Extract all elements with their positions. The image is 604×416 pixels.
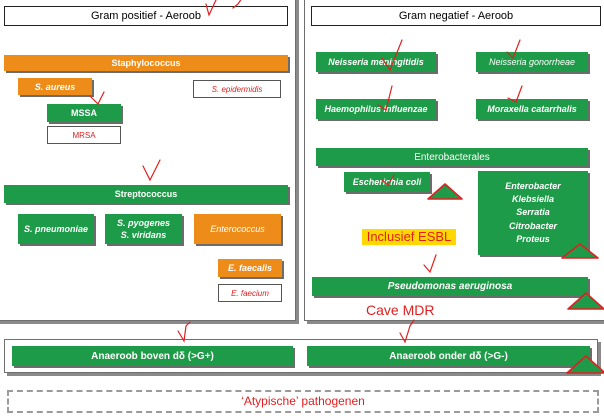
e-faecalis-box: E. faecalis xyxy=(218,259,282,277)
s-pyogenes-label: S. pyogenes xyxy=(116,217,170,228)
anaeroob-boven-box: Anaeroob boven dδ (>G+) xyxy=(12,346,293,366)
gram-negative-title: Gram negatief - Aeroob xyxy=(311,6,601,26)
enterobacterales-header: Enterobacterales xyxy=(316,148,588,166)
mssa-box: MSSA xyxy=(47,104,121,122)
pseudomonas-aeruginosa-box: Pseudomonas aeruginosa xyxy=(312,277,588,296)
moraxella-catarrhalis-box: Moraxella catarrhalis xyxy=(476,99,588,119)
citrobacter-label: Citrobacter xyxy=(508,220,557,231)
neisseria-meningitidis-box: Neisseria meningitidis xyxy=(316,52,436,72)
neisseria-gonorrheae-box: Neisseria gonorrheae xyxy=(476,52,588,72)
gram-positive-title: Gram positief - Aeroob xyxy=(4,6,288,26)
proteus-label: Proteus xyxy=(516,233,550,244)
streptococcus-header: Streptococcus xyxy=(4,185,288,203)
s-epidermidis-box: S. epidermidis xyxy=(193,80,281,98)
staphylococcus-header: Staphylococcus xyxy=(4,55,288,71)
atypical-pathogens-box xyxy=(7,390,599,413)
inclusief-esbl-note: Inclusief ESBL xyxy=(362,229,456,245)
klebsiella-label: Klebsiella xyxy=(511,194,555,205)
s-viridans-label: S. viridans xyxy=(120,230,167,240)
escherichia-coli-box: Escherichia coli xyxy=(344,172,430,192)
anaeroob-onder-box: Anaeroob onder dδ (>G-) xyxy=(307,346,590,366)
atypical-pathogens-label: ‘Atypische’ pathogenen xyxy=(241,394,365,408)
enterobacter-label: Enterobacter xyxy=(505,181,561,192)
serratia-label: Serratia xyxy=(516,207,550,218)
e-faecium-box: E. faecium xyxy=(218,284,282,302)
s-pyogenes-viridans-box: S. pyogenes S. viridans xyxy=(105,214,182,244)
enterobacter-group-box: Enterobacter Klebsiella Serratia Citroba… xyxy=(478,171,588,255)
mrsa-box: MRSA xyxy=(47,126,121,144)
s-aureus-box: S. aureus xyxy=(18,78,92,95)
s-pneumoniae-box: S. pneumoniae xyxy=(18,214,94,244)
cave-mdr-note: Cave MDR xyxy=(366,302,435,318)
haemophilus-influenzae-box: Haemophilus influenzae xyxy=(316,99,436,119)
enterococcus-box: Enterococcus xyxy=(194,214,281,244)
